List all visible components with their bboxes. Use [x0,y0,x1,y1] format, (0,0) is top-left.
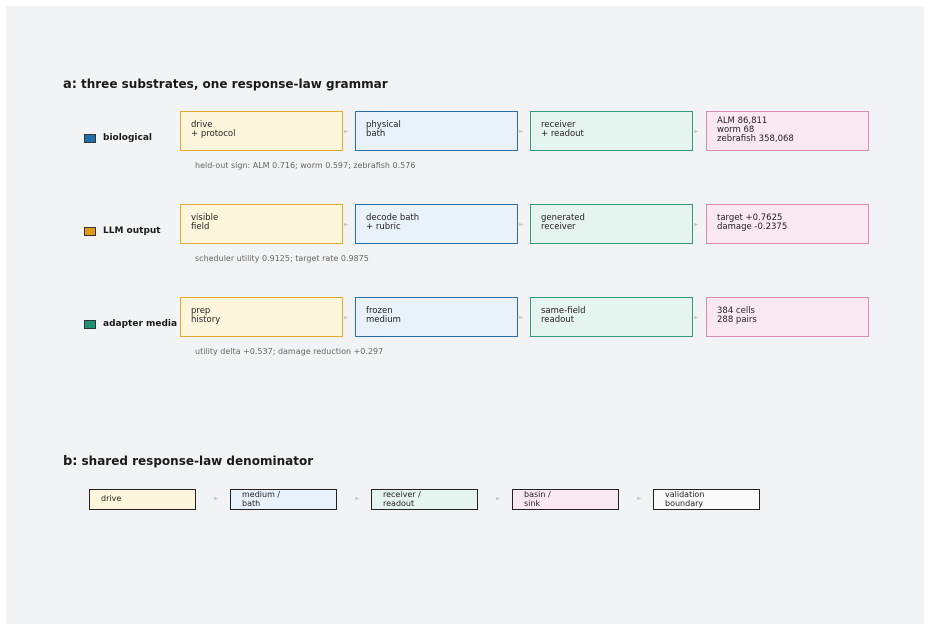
panel-b-letter: b: [63,454,78,469]
adapter-receiver-node: same-field readout [530,297,693,337]
adapter-note: utility delta +0.537; damage reduction +… [195,347,384,356]
denominator-validation-node: validation boundary [653,489,760,510]
flow-arrow: ► [694,128,699,135]
row-label-text: LLM output [103,226,161,236]
biological-receiver-node: receiver + readout [530,111,693,151]
denominator-drive-node: drive [89,489,196,510]
flow-arrow: ► [519,314,524,321]
adapter-result-node: 384 cells 288 pairs [706,297,869,337]
denominator-bath-node: medium / bath [230,489,337,510]
llm-drive-node: visible field [180,204,343,244]
llm-result-node: target +0.7625 damage -0.2375 [706,204,869,244]
llm-bath-node: decode bath + rubric [355,204,518,244]
panel-b-title-text: shared response-law denominator [81,454,314,468]
biological-swatch [84,133,96,143]
flow-arrow: ► [694,314,699,321]
flow-arrow: ► [519,221,524,228]
flow-arrow: ► [344,314,349,321]
biological-note: held-out sign: ALM 0.716; worm 0.597; ze… [195,161,416,170]
biological-drive-node: drive + protocol [180,111,343,151]
panel-a-letter: a: [63,77,77,92]
flow-arrow: ► [637,495,642,502]
flow-arrow: ► [344,128,349,135]
row-label-text: adapter media [103,319,178,329]
adapter-bath-node: frozen medium [355,297,518,337]
panel-b-title: b:shared response-law denominator [63,454,313,469]
denominator-receiver-node: receiver / readout [371,489,478,510]
flow-arrow: ► [519,128,524,135]
row-label-llm-output: LLM output [84,226,161,236]
llm-receiver-node: generated receiver [530,204,693,244]
row-label-text: biological [103,133,152,143]
biological-bath-node: physical bath [355,111,518,151]
llm-note: scheduler utility 0.9125; target rate 0.… [195,254,369,263]
row-label-adapter-media: adapter media [84,319,177,329]
row-label-biological: biological [84,133,152,143]
flow-arrow: ► [214,495,219,502]
denominator-sink-node: basin / sink [512,489,619,510]
flow-arrow: ► [355,495,360,502]
flow-arrow: ► [344,221,349,228]
flow-arrow: ► [694,221,699,228]
llm-output-swatch [84,226,96,236]
adapter-drive-node: prep history [180,297,343,337]
adapter-media-swatch [84,319,96,329]
biological-result-node: ALM 86,811 worm 68 zebrafish 358,068 [706,111,869,151]
flow-arrow: ► [496,495,501,502]
panel-a-title-text: three substrates, one response-law gramm… [80,77,388,91]
panel-a-title: a:three substrates, one response-law gra… [63,77,388,92]
